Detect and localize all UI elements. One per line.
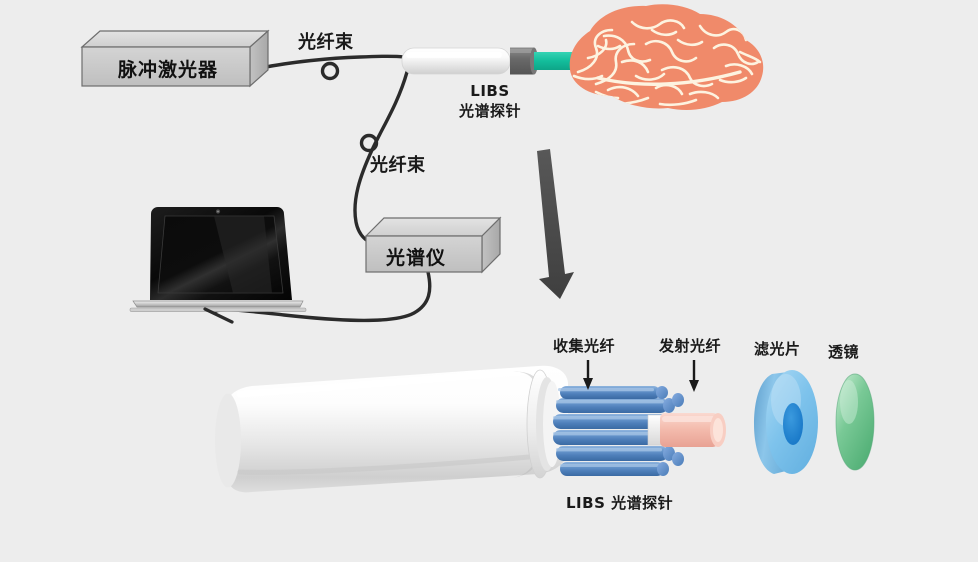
libs-probe-top-label-line1: LIBS <box>470 82 510 100</box>
optical-filter-label: 滤光片 <box>754 340 801 358</box>
collection-fiber-label: 收集光纤 <box>553 337 616 355</box>
collection-fiber-arrow-icon <box>583 360 593 390</box>
lens-label: 透镜 <box>828 343 860 361</box>
cable-laser-to-probe <box>259 54 406 81</box>
spectrometer-box <box>364 216 502 274</box>
libs-probe-top-label-line2: 光谱探针 <box>458 102 521 120</box>
cable-probe-to-spectrometer <box>353 70 409 248</box>
emission-fiber-label: 发射光纤 <box>659 337 722 355</box>
emission-fiber <box>647 413 726 447</box>
upper-fiber-bundle-label: 光纤束 <box>298 32 354 53</box>
libs-probe-bottom-label: LIBS 光谱探针 <box>566 494 674 512</box>
emission-fiber-arrow-icon <box>689 360 699 392</box>
lower-fiber-bundle-label: 光纤束 <box>370 155 426 176</box>
laptop-device <box>129 207 307 324</box>
collection-fibers <box>553 386 684 476</box>
lens-element <box>835 373 875 471</box>
brain-illustration <box>569 4 764 111</box>
libs-probe-cutaway <box>215 365 726 493</box>
optical-filter-disc <box>754 370 818 474</box>
libs-probe-top <box>401 47 581 75</box>
spectrometer-label: 光谱仪 <box>386 247 447 269</box>
down-arrow-icon <box>537 149 574 299</box>
pulsed-laser-label: 脉冲激光器 <box>118 59 219 81</box>
pulsed-laser-box <box>80 29 270 88</box>
